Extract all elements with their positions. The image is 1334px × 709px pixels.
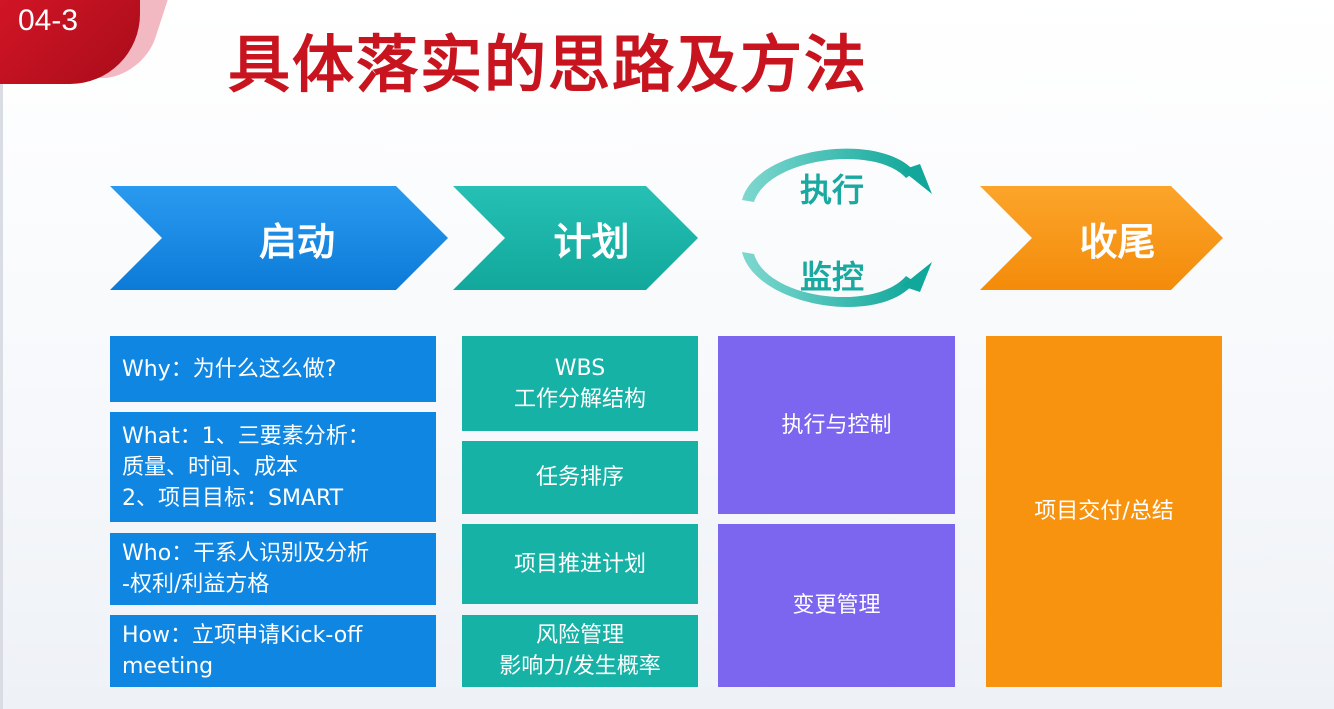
plan-item-sequence-text: 任务排序 (535, 465, 624, 490)
start-item-what: What：1、三要素分析： 质量、时间、成本 2、项目目标：SMART (110, 412, 436, 522)
phase-start-chevron: 启动 (110, 186, 448, 290)
execute-item-change-text: 变更管理 (792, 593, 881, 618)
execute-monitor-cycle: 执行 监控 (730, 130, 945, 330)
start-item-why-text: Why：为什么这么做? (122, 356, 337, 382)
phase-start-label: 启动 (258, 219, 335, 264)
plan-item-sequence: 任务排序 (462, 441, 698, 514)
left-border (0, 0, 3, 709)
phase-execute-label: 执行 (800, 171, 865, 209)
close-item-delivery: 项目交付/总结 (986, 336, 1222, 687)
plan-item-wbs: WBS 工作分解结构 (462, 336, 698, 431)
page-title: 具体落实的思路及方法 (228, 28, 869, 101)
execute-item-control: 执行与控制 (718, 336, 955, 514)
phase-plan-chevron: 计划 (453, 186, 698, 290)
phase-close-chevron: 收尾 (980, 186, 1223, 290)
close-item-delivery-text: 项目交付/总结 (1034, 499, 1174, 524)
start-item-what-text: What：1、三要素分析： 质量、时间、成本 2、项目目标：SMART (122, 423, 370, 511)
plan-item-wbs-text: WBS 工作分解结构 (513, 355, 646, 412)
start-item-how: How：立项申请Kick-off meeting (110, 615, 436, 687)
start-item-how-text: How：立项申请Kick-off meeting (122, 623, 363, 679)
section-number: 04-3 (18, 4, 79, 37)
phase-close-label: 收尾 (1079, 219, 1156, 264)
phase-plan-label: 计划 (553, 219, 630, 264)
plan-item-risk-text: 风险管理 影响力/发生概率 (499, 623, 661, 679)
plan-item-schedule-text: 项目推进计划 (513, 551, 646, 577)
plan-item-risk: 风险管理 影响力/发生概率 (462, 615, 698, 687)
start-item-why: Why：为什么这么做? (110, 336, 436, 402)
section-badge: 04-3 (0, 0, 168, 90)
cycle-arrows-icon (742, 148, 932, 307)
start-item-who: Who：干系人识别及分析 -权利/利益方格 (110, 533, 436, 605)
execute-item-change: 变更管理 (718, 524, 955, 687)
plan-item-schedule: 项目推进计划 (462, 524, 698, 604)
start-item-who-text: Who：干系人识别及分析 -权利/利益方格 (122, 541, 370, 597)
phase-monitor-label: 监控 (800, 258, 865, 296)
execute-item-control-text: 执行与控制 (781, 412, 892, 438)
